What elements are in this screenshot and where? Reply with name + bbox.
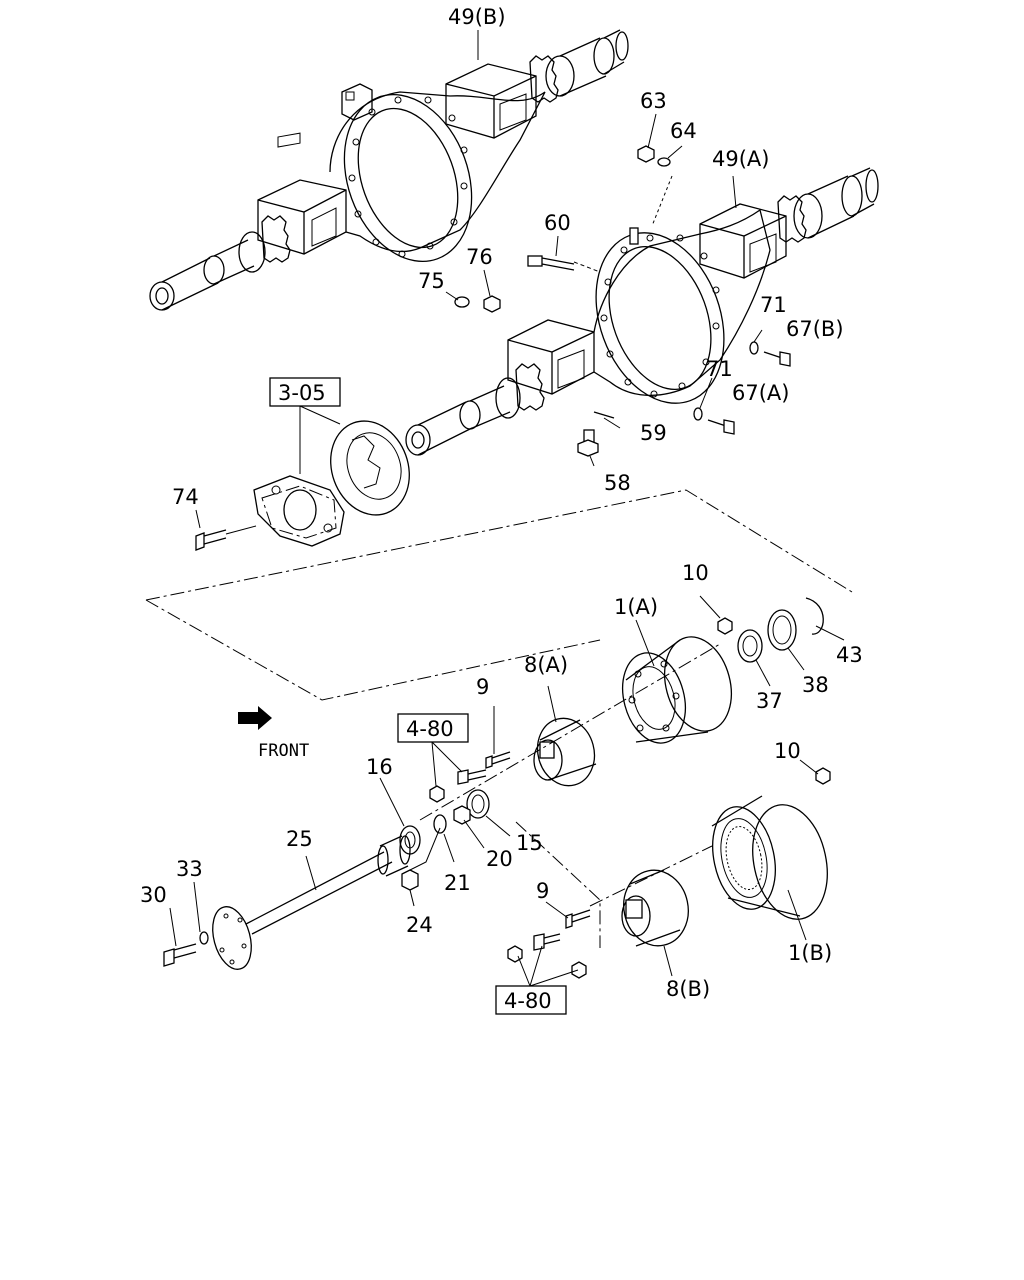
callout-43: 43 — [836, 643, 863, 667]
nut-10b — [815, 767, 831, 785]
bolt-30 — [163, 943, 197, 967]
callout-8a: 8(A) — [524, 653, 568, 677]
brake-drum-1b — [711, 795, 828, 920]
callout-49a: 49(A) — [712, 147, 769, 171]
nut-63 — [637, 145, 655, 163]
callout-30: 30 — [140, 883, 167, 907]
ref-label-4-80-upper: 4-80 — [406, 717, 454, 741]
bolt-60 — [527, 255, 601, 273]
ref-label-4-80-lower: 4-80 — [504, 989, 552, 1013]
callout-38: 38 — [802, 673, 829, 697]
callout-21: 21 — [444, 871, 471, 895]
callout-74: 74 — [172, 485, 199, 509]
plug-58 — [577, 429, 599, 457]
callout-9-upper: 9 — [476, 675, 489, 699]
spider-flange — [253, 475, 345, 547]
centerline-upper — [419, 643, 721, 821]
callout-25: 25 — [286, 827, 313, 851]
ref-box-4-80-upper — [397, 713, 469, 743]
bolt-74 — [195, 525, 257, 551]
axle-housing-49a — [405, 167, 879, 456]
callout-labels: 49(B) 63 64 49(A) 60 76 75 71 67(B) 71 6… — [140, 5, 863, 1001]
axle-housing-49b — [149, 29, 629, 311]
bearing-15 — [466, 789, 490, 819]
ref-box-3-05 — [269, 377, 341, 407]
callout-1b: 1(B) — [788, 941, 832, 965]
stud-9b — [565, 909, 591, 929]
hub-8b — [621, 869, 689, 947]
front-label: FRONT — [258, 741, 309, 761]
bolt-67a — [707, 419, 735, 435]
leader-lines — [169, 30, 845, 987]
callout-20: 20 — [486, 847, 513, 871]
nut-4-80-lower-right — [571, 961, 587, 979]
callout-59: 59 — [640, 421, 667, 445]
nut-20 — [453, 805, 471, 825]
hub-8a — [533, 717, 597, 787]
seal-38 — [767, 609, 797, 651]
callout-15: 15 — [516, 831, 543, 855]
front-arrow-icon — [238, 706, 272, 730]
callout-58: 58 — [604, 471, 631, 495]
nut-76 — [483, 295, 501, 313]
brake-drum-1a — [622, 636, 732, 744]
callout-33: 33 — [176, 857, 203, 881]
callout-75: 75 — [418, 269, 445, 293]
callout-76: 76 — [466, 245, 493, 269]
ref-label-3-05: 3-05 — [278, 381, 326, 405]
nut-10a — [717, 617, 733, 635]
callout-24: 24 — [406, 913, 433, 937]
callout-8b: 8(B) — [666, 977, 710, 1001]
washer-71-upper — [749, 341, 759, 355]
bearing-37 — [737, 629, 763, 663]
callout-60: 60 — [544, 211, 571, 235]
callout-10-upper: 10 — [682, 561, 709, 585]
bolt-67b — [763, 351, 791, 367]
callout-67a: 67(A) — [732, 381, 789, 405]
callout-49b: 49(B) — [448, 5, 506, 29]
nut-4-80-upper — [429, 785, 445, 803]
washer-21 — [433, 814, 447, 834]
callout-67b: 67(B) — [786, 317, 844, 341]
washer-75 — [454, 296, 470, 308]
washer-71-lower — [693, 407, 703, 421]
callout-71-lower: 71 — [706, 357, 733, 381]
snap-ring-43 — [805, 597, 824, 635]
brake-backing-plate — [330, 420, 410, 516]
callout-37: 37 — [756, 689, 783, 713]
axle-shaft-25 — [212, 835, 411, 970]
stud-9a — [485, 751, 511, 769]
callout-9-lower: 9 — [536, 879, 549, 903]
ref-box-4-80-lower — [495, 985, 567, 1015]
stud-4-80-upper — [457, 769, 487, 785]
washer-33 — [199, 931, 209, 945]
callout-63: 63 — [640, 89, 667, 113]
callout-10-lower: 10 — [774, 739, 801, 763]
callout-1a: 1(A) — [614, 595, 658, 619]
stud-4-80-lower — [533, 933, 561, 951]
callout-71-upper: 71 — [760, 293, 787, 317]
washer-64 — [657, 157, 671, 167]
callout-16: 16 — [366, 755, 393, 779]
bolt-24 — [401, 827, 441, 891]
assembly-outline — [145, 489, 853, 701]
callout-64: 64 — [670, 119, 697, 143]
centerline-lower — [515, 821, 713, 948]
pin-59 — [593, 411, 615, 419]
